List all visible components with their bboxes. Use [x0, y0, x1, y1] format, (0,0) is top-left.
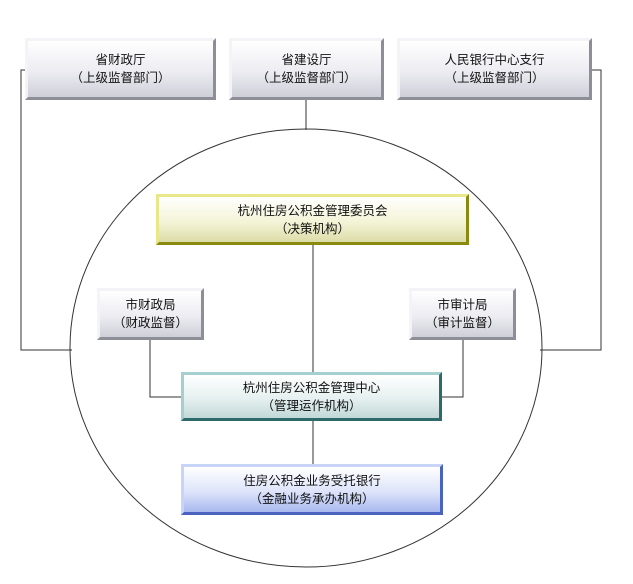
line-city-audit-to-center	[442, 340, 464, 398]
committee-box: 杭州住房公积金管理委员会 （决策机构）	[156, 194, 469, 245]
pboc-branch-title: 人民银行中心支行	[444, 52, 545, 67]
trust-bank-box: 住房公积金业务受托银行 （金融业务承办机构）	[181, 464, 443, 515]
trust-bank-title: 住房公积金业务受托银行	[243, 472, 381, 488]
pboc-branch-role: （上级监督部门）	[444, 70, 545, 85]
city-finance-role: （财政监督）	[112, 315, 188, 330]
provincial-construction-title: 省建设厅	[281, 52, 332, 67]
city-audit-role: （审计监督）	[424, 315, 500, 330]
provincial-construction-box: 省建设厅 （上级监督部门）	[229, 38, 384, 100]
pboc-branch-box: 人民银行中心支行 （上级监督部门）	[397, 38, 592, 100]
city-finance-box: 市财政局 （财政监督）	[97, 288, 204, 340]
city-finance-title: 市财政局	[125, 297, 176, 312]
provincial-finance-title: 省财政厅	[95, 52, 146, 67]
city-audit-title: 市审计局	[437, 297, 488, 312]
management-center-box: 杭州住房公积金管理中心 （管理运作机构）	[181, 372, 442, 421]
line-provincial-finance-bracket	[20, 69, 72, 351]
trust-bank-role: （金融业务承办机构）	[249, 490, 375, 506]
city-audit-box: 市审计局 （审计监督）	[409, 288, 516, 340]
provincial-finance-box: 省财政厅 （上级监督部门）	[25, 38, 216, 100]
committee-role: （决策机构）	[274, 220, 350, 236]
line-pboc-bracket	[540, 69, 602, 351]
management-center-title: 杭州住房公积金管理中心	[242, 379, 381, 395]
provincial-construction-role: （上级监督部门）	[256, 70, 357, 85]
management-center-role: （管理运作机构）	[261, 397, 362, 413]
line-city-finance-to-center	[149, 340, 181, 398]
committee-title: 杭州住房公积金管理委员会	[237, 202, 388, 218]
provincial-finance-role: （上级监督部门）	[70, 70, 171, 85]
